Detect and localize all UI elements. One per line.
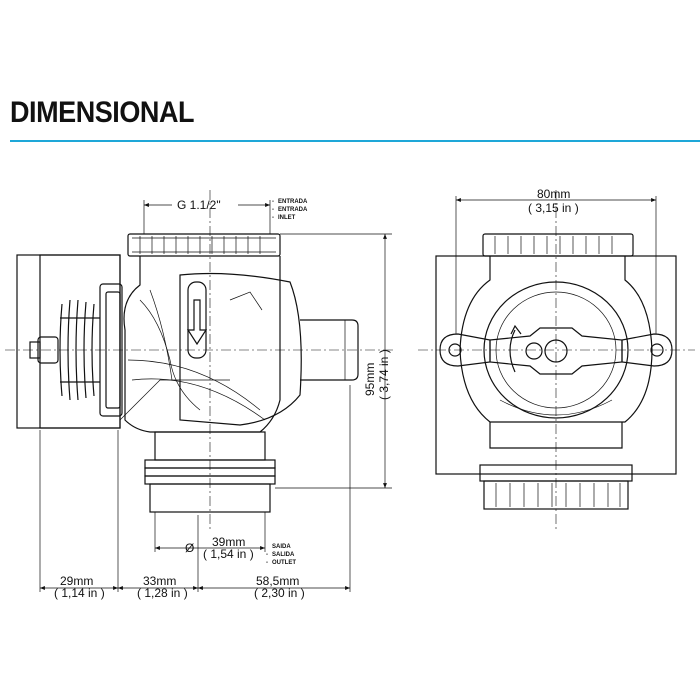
outlet-name-en: OUTLET [272, 560, 296, 566]
rotation-arrow [509, 329, 516, 373]
height-mm-label: 95mm [363, 363, 377, 396]
svg-text:-: - [266, 560, 268, 566]
outlet-name-es: SALIDA [272, 552, 295, 558]
inlet-name-pt: ENTRADA [278, 199, 308, 205]
svg-text:-: - [266, 552, 268, 558]
dim-b-in: ( 1,28 in ) [137, 586, 188, 600]
pump-volute [179, 272, 302, 426]
width-in-label: ( 3,15 in ) [528, 201, 579, 215]
side-stub [300, 319, 359, 381]
outlet-name-pt: SAIDA [272, 544, 291, 550]
inlet-name-en: INLET [278, 215, 296, 221]
dim-c-in: ( 2,30 in ) [254, 586, 305, 600]
outlet-diameter-in: ( 1,54 in ) [203, 547, 254, 561]
dim-a-in: ( 1,14 in ) [54, 586, 105, 600]
dim-a-mm: 29mm [60, 574, 93, 588]
svg-text:-: - [272, 207, 274, 213]
height-dimension: 95mm ( 3,74 in ) [275, 233, 392, 489]
motor-housing-inner [39, 254, 121, 429]
outlet-diameter-dimension: Ø 39mm ( 1,54 in ) SAIDA SALIDA OUTLET -… [154, 512, 296, 566]
title-rule [10, 140, 700, 142]
side-view [5, 190, 395, 530]
center-handle [489, 327, 623, 375]
bottom-dimensions: 29mm ( 1,14 in ) 33mm ( 1,28 in ) 58,5mm… [39, 385, 351, 600]
inlet-name-es: ENTRADA [278, 207, 308, 213]
front-inlet-collar [482, 233, 634, 257]
dim-c-mm: 58,5mm [256, 574, 299, 588]
front-view [418, 190, 695, 530]
width-dimension: 80mm ( 3,15 in ) [455, 187, 657, 334]
dim-b-mm: 33mm [143, 574, 176, 588]
width-mm-label: 80mm [537, 187, 570, 201]
page-title: DIMENSIONAL [10, 96, 195, 129]
left-ear [439, 333, 491, 367]
inlet-thread-label: G 1.1/2" [177, 198, 221, 212]
outlet-diameter-mm: 39mm [212, 535, 245, 549]
outlet-diameter-symbol: Ø [185, 541, 194, 555]
section-hatch [119, 289, 266, 421]
height-in-label: ( 3,74 in ) [377, 349, 391, 400]
flow-arrow [186, 281, 208, 359]
inlet-collar [127, 233, 281, 257]
inlet-dimension: G 1.1/2" ENTRADA ENTRADA INLET - - - [143, 198, 308, 234]
svg-text:-: - [272, 199, 274, 205]
svg-text:-: - [272, 215, 274, 221]
